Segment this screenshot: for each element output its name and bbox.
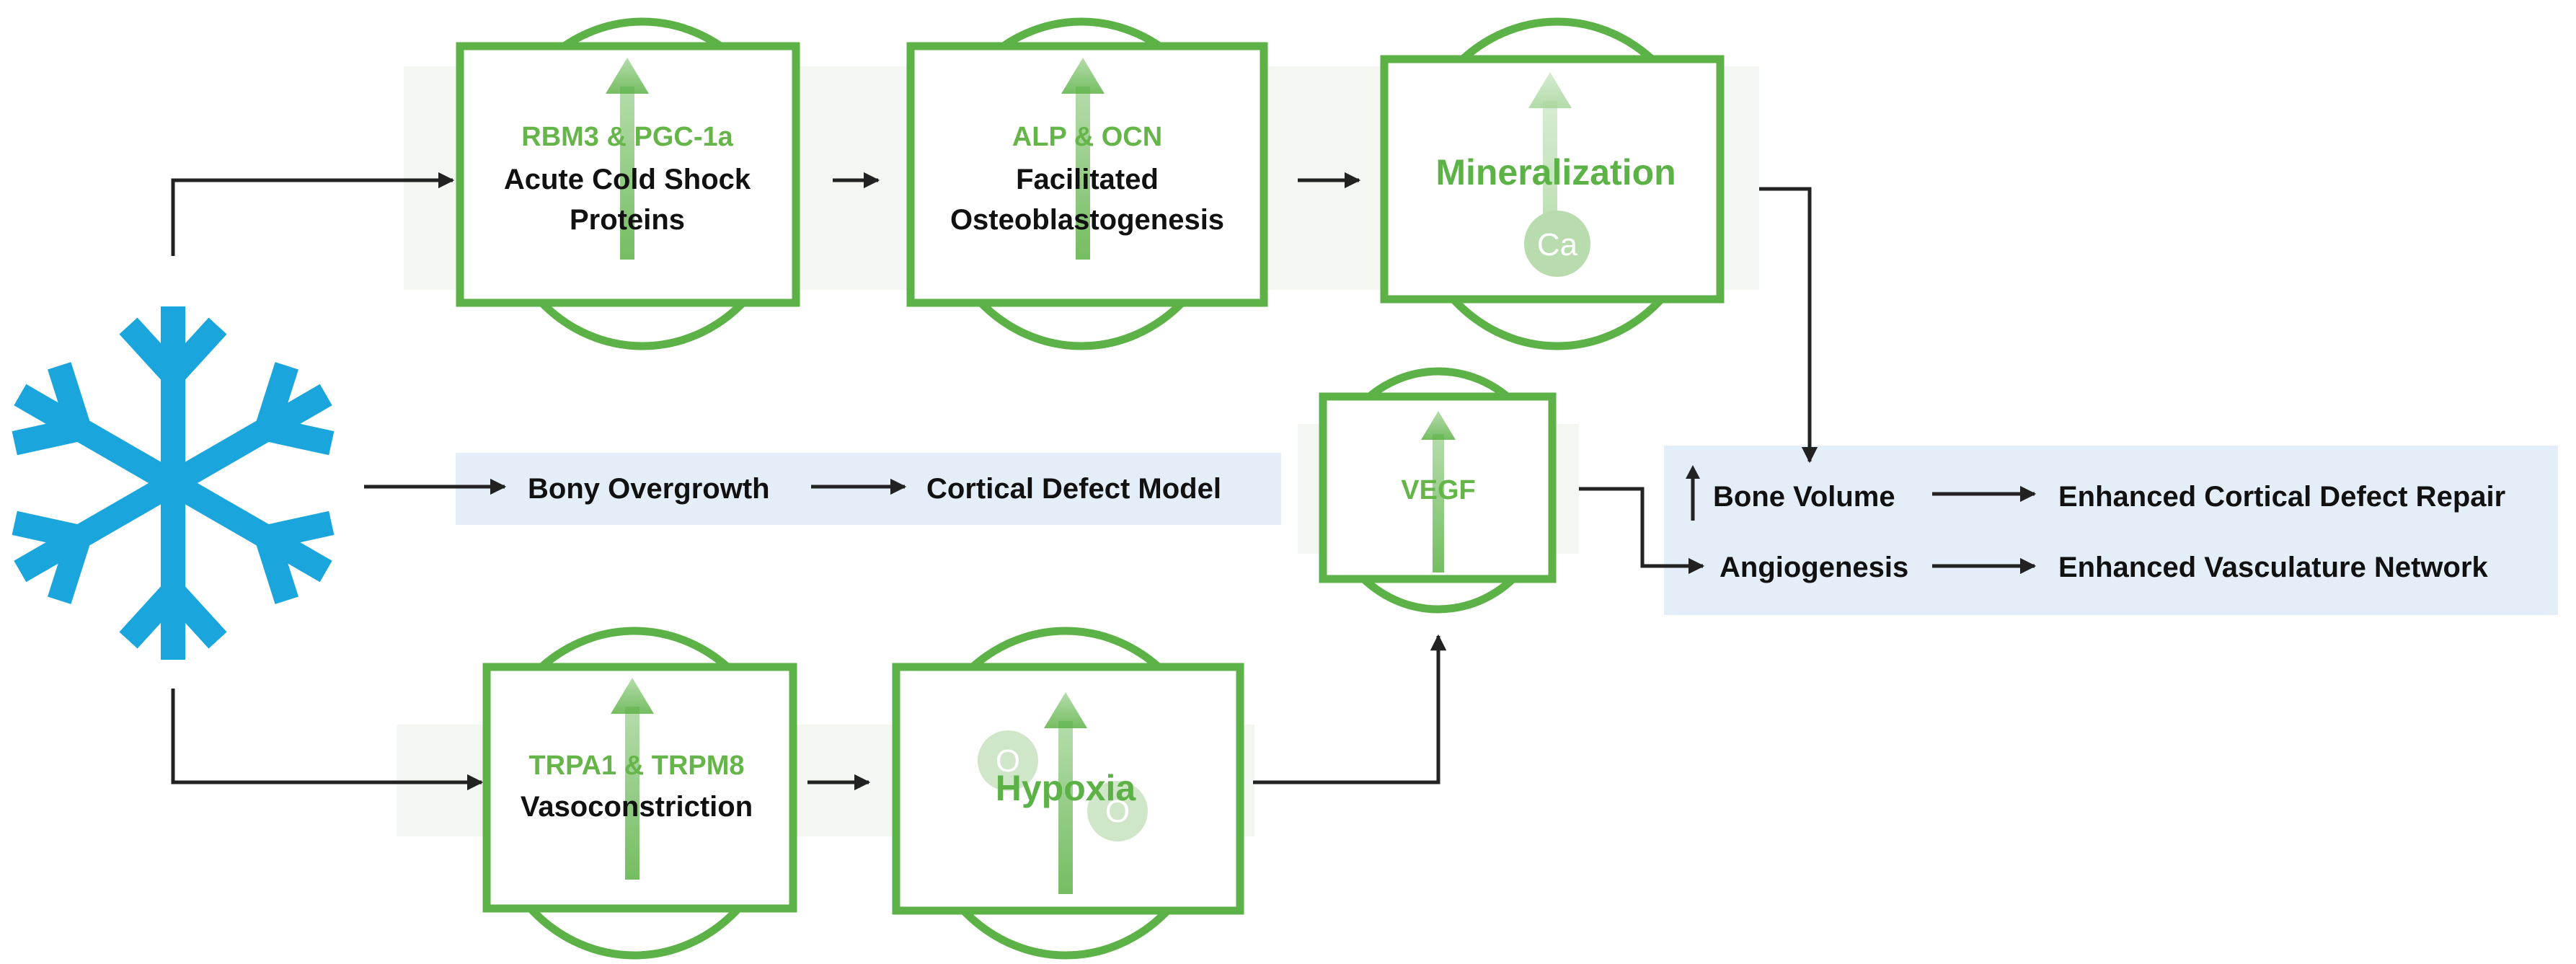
arrow-to-rbm3 xyxy=(171,172,455,256)
trpa1-line1: Vasoconstriction xyxy=(521,791,753,823)
calcium-ion-icon xyxy=(1524,211,1590,277)
outcomes-panel xyxy=(1664,446,2558,615)
alp-box: ALP & OCN Facilitated Osteoblastogenesis xyxy=(906,17,1268,350)
arrow-mineralization-to-outcomes xyxy=(1759,187,1818,464)
rbm3-box: RBM3 & PGC-1a Acute Cold Shock Proteins xyxy=(456,17,800,350)
connector-arrows xyxy=(171,172,2037,791)
calcium-ion-label: Ca xyxy=(1537,227,1578,262)
snowflake-icon xyxy=(12,306,335,660)
up-arrow-icon xyxy=(1686,465,1700,521)
rbm3-line1: Acute Cold Shock xyxy=(504,164,751,195)
arrow-hypoxia-to-vegf xyxy=(1253,634,1447,784)
mineralization-box: Ca Mineralization xyxy=(1380,17,1725,350)
arrow-vegf-to-angiogenesis xyxy=(1579,487,1705,575)
mineralization-title: Mineralization xyxy=(1435,152,1676,193)
angio-result-label: Enhanced Vasculature Network xyxy=(2058,552,2489,583)
cortical-defect-label: Cortical Defect Model xyxy=(926,473,1221,505)
oxygen-ion-label-1: O xyxy=(996,743,1020,779)
angiogenesis-label: Angiogenesis xyxy=(1719,552,1908,583)
oxygen-ion-icon xyxy=(978,730,1038,791)
bony-overgrowth-label: Bony Overgrowth xyxy=(528,473,770,505)
rbm3-title: RBM3 & PGC-1a xyxy=(521,122,733,152)
rbm3-line2: Proteins xyxy=(570,204,685,236)
vegf-title: VEGF xyxy=(1401,475,1475,505)
bone-volume-label: Bone Volume xyxy=(1713,481,1895,513)
oxygen-ion-icon xyxy=(1087,781,1148,841)
alp-line2: Osteoblastogenesis xyxy=(950,204,1224,236)
hypoxia-title: Hypoxia xyxy=(996,768,1137,808)
oxygen-ion-label-2: O xyxy=(1105,794,1130,829)
arrow-to-trpa1 xyxy=(171,689,484,791)
vegf-box: VEGF xyxy=(1319,367,1557,614)
hypoxia-box: O O Hypoxia xyxy=(892,627,1244,960)
bone-result-label: Enhanced Cortical Defect Repair xyxy=(2058,481,2505,513)
trpa1-box: TRPA1 & TRPM8 Vasoconstriction xyxy=(482,627,797,960)
trpa1-title: TRPA1 & TRPM8 xyxy=(528,751,744,781)
alp-line1: Facilitated xyxy=(1016,164,1159,195)
middle-flow-band xyxy=(456,453,1281,525)
alp-title: ALP & OCN xyxy=(1012,122,1162,152)
